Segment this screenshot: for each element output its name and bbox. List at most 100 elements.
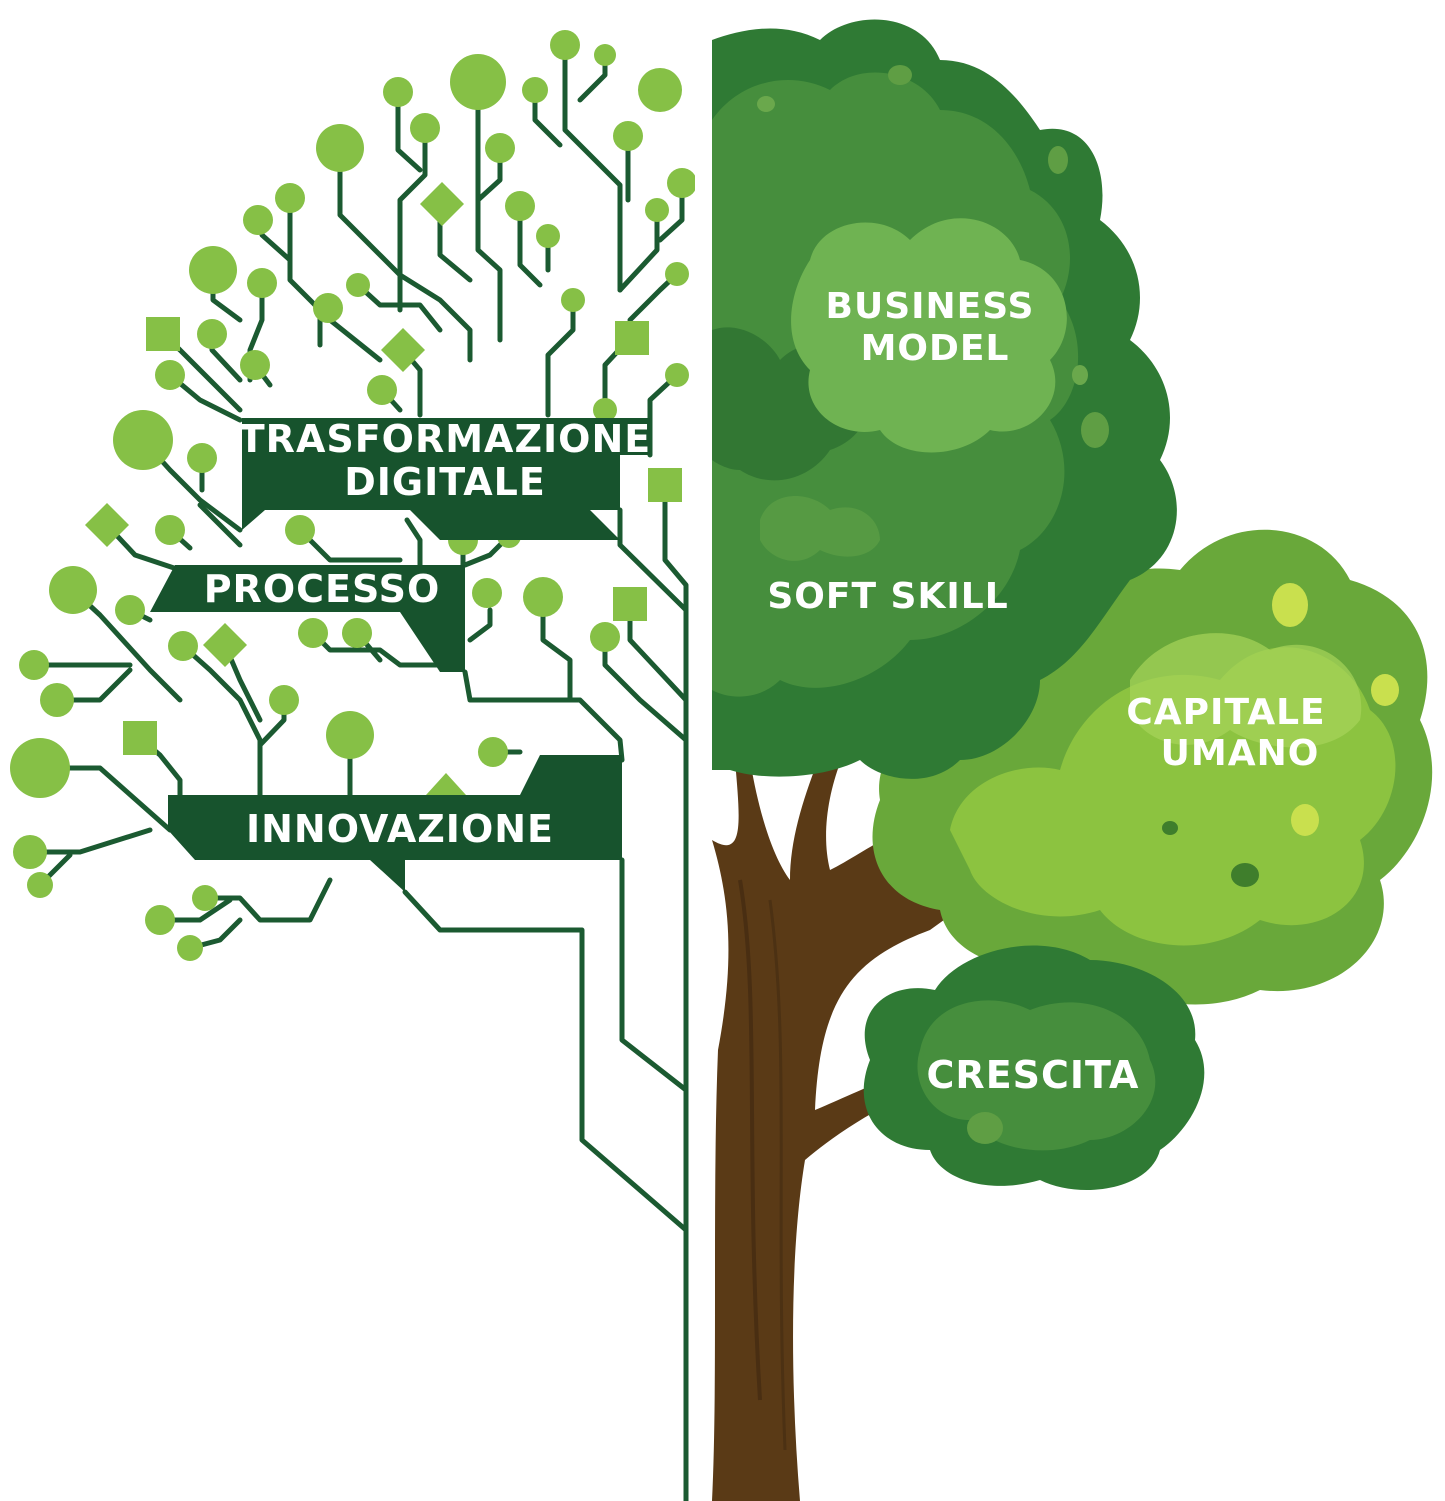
circuit-node-circle (383, 77, 413, 107)
natural-tree-half: CAPITALE UMANO CRESCITA BUSINESS MODEL S… (712, 19, 1433, 1501)
circuit-trace (562, 42, 623, 293)
circuit-node-circle (594, 44, 616, 66)
circuit-node-circle (13, 835, 47, 869)
circuit-node-circle (522, 77, 548, 103)
circuit-trace (475, 82, 503, 343)
circuit-node-circle (590, 622, 620, 652)
label-capitale: CAPITALE (1126, 692, 1325, 733)
circuit-node-square (615, 321, 649, 355)
circuit-trace (617, 507, 689, 613)
circuit-node-circle (478, 737, 508, 767)
circuit-trace (310, 630, 443, 668)
canopy-crescita: CRESCITA (863, 945, 1205, 1190)
circuit-node-circle (645, 198, 669, 222)
circuit-node-circle (613, 121, 643, 151)
circuit-trace (402, 889, 689, 1233)
circuit-node-diamond (381, 328, 425, 372)
circuit-trace (404, 517, 423, 568)
circuit-node-circle (192, 885, 218, 911)
circuit-node-circle (346, 273, 370, 297)
circuit-node-diamond (203, 623, 247, 667)
circuit-nodes (10, 30, 697, 961)
label-digitale: DIGITALE (344, 460, 546, 504)
circuit-node-circle (505, 191, 535, 221)
circuit-trace (467, 607, 493, 643)
circuit-trace (647, 372, 680, 458)
digital-circuit-half: TRASFORMAZIONE DIGITALE PROCESSO INNOVAZ… (10, 30, 697, 1501)
circuit-trace (617, 207, 660, 293)
label-innovazione: INNOVAZIONE (246, 807, 554, 851)
circuit-node-circle (313, 293, 343, 323)
label-trasformazione: TRASFORMAZIONE (239, 417, 651, 461)
circuit-node-circle (145, 905, 175, 935)
circuit-node-circle (316, 124, 364, 172)
circuit-trace (180, 643, 263, 803)
circuit-node-circle (40, 683, 74, 717)
circuit-node-circle (667, 168, 697, 198)
circuit-node-circle (298, 618, 328, 648)
circuit-node-circle (342, 618, 372, 648)
circuit-node-circle (410, 113, 440, 143)
circuit-node-circle (27, 872, 53, 898)
circuit-node-triangle (426, 773, 466, 795)
label-model: MODEL (861, 328, 1010, 369)
circuit-node-square (648, 468, 682, 502)
canopy-main: BUSINESS MODEL SOFT SKILL (712, 19, 1177, 779)
circuit-trace (517, 203, 543, 288)
circuit-node-circle (285, 515, 315, 545)
circuit-node-circle (189, 246, 237, 294)
circuit-trace (619, 857, 689, 1093)
circuit-trace (297, 527, 403, 563)
circuit-node-circle (113, 410, 173, 470)
circuit-trace (462, 669, 625, 763)
circuit-trace (540, 594, 573, 703)
circuit-node-circle (10, 738, 70, 798)
banner-trasformazione-digitale: TRASFORMAZIONE DIGITALE (239, 417, 651, 540)
banner-innovazione: INNOVAZIONE (168, 755, 622, 892)
circuit-node-circle (269, 685, 299, 715)
label-crescita: CRESCITA (927, 1053, 1140, 1097)
circuit-trace (397, 125, 428, 313)
circuit-trace (197, 502, 243, 548)
circuit-node-circle (275, 183, 305, 213)
circuit-node-circle (326, 711, 374, 759)
circuit-node-square (123, 721, 157, 755)
circuit-trace (337, 145, 473, 363)
circuit-node-circle (665, 262, 689, 286)
label-umano: UMANO (1161, 733, 1320, 774)
circuit-node-circle (243, 205, 273, 235)
circuit-node-circle (155, 360, 185, 390)
circuit-node-circle (115, 595, 145, 625)
circuit-node-diamond (85, 503, 129, 547)
banner-processo: PROCESSO (150, 565, 465, 672)
circuit-trace (395, 92, 423, 173)
circuit-node-circle (536, 224, 560, 248)
circuit-node-circle (168, 631, 198, 661)
canopy-capitale-umano: CAPITALE UMANO (872, 529, 1433, 1005)
circuit-node-circle (177, 935, 203, 961)
label-soft-skill: SOFT SKILL (767, 576, 1008, 617)
circuit-node-circle (485, 133, 515, 163)
circuit-node-circle (550, 30, 580, 60)
circuit-node-square (613, 587, 647, 621)
circuit-trace (355, 282, 443, 333)
circuit-node-diamond (420, 182, 464, 226)
circuit-node-circle (523, 577, 563, 617)
circuit-trace (545, 297, 576, 418)
circuit-node-circle (155, 515, 185, 545)
circuit-node-circle (367, 375, 397, 405)
circuit-node-circle (197, 319, 227, 349)
circuit-node-circle (665, 363, 689, 387)
circuit-node-circle (187, 443, 217, 473)
tree-trunk (712, 680, 1150, 1501)
circuit-node-circle (638, 68, 682, 112)
circuit-node-square (146, 317, 180, 351)
circuit-node-circle (450, 54, 506, 110)
label-business: BUSINESS (826, 286, 1035, 327)
circuit-node-circle (19, 650, 49, 680)
circuit-node-circle (593, 398, 617, 422)
circuit-node-circle (472, 578, 502, 608)
label-processo: PROCESSO (204, 567, 441, 611)
circuit-node-circle (240, 350, 270, 380)
